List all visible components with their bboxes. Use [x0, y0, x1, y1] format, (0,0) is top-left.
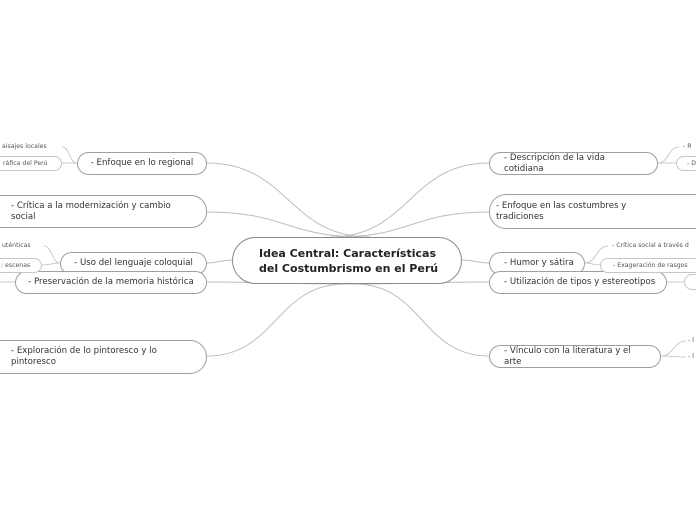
link-center-critica: [206, 211, 366, 238]
topic-label: - Humor y sátira: [504, 258, 574, 268]
link-center-humor: [461, 259, 490, 264]
link-coloquial-autenticas: [43, 245, 61, 264]
topic-label: - Crítica a la modernización y cambio so…: [11, 200, 171, 222]
subtopic-tipos[interactable]: [684, 274, 696, 290]
link-literatura-2: [660, 355, 687, 358]
link-vida-1: [657, 146, 680, 164]
topic-memoria-historica[interactable]: - Preservación de la memoria histórica: [15, 271, 207, 294]
central-idea-node[interactable]: Idea Central: Características del Costum…: [232, 237, 462, 284]
central-idea-text: Idea Central: Características del Costum…: [259, 246, 438, 276]
link-center-costumbres: [334, 211, 490, 238]
link-center-pintoresco: [206, 283, 346, 357]
subtopic-escenas[interactable]: : escenas: [0, 258, 42, 273]
topic-vida-cotidiana[interactable]: - Descripción de la vida cotidiana: [489, 152, 658, 175]
topic-enfoque-regional[interactable]: - Enfoque en lo regional: [77, 152, 207, 175]
subtopic-critica-social[interactable]: - Crítica social a través d: [612, 242, 689, 249]
link-literatura-1: [660, 340, 687, 357]
subtopic-geografica-peru[interactable]: ráfica del Perú: [0, 156, 62, 171]
topic-tipos-estereotipos[interactable]: - Utilización de tipos y estereotipos: [489, 271, 667, 294]
subtopic-vida-2[interactable]: - D: [676, 156, 696, 171]
subtopic-literatura-1[interactable]: - l: [688, 337, 694, 344]
link-humor-critica: [584, 245, 609, 264]
topic-pintoresco[interactable]: - Exploración de lo pintoresco y lo pint…: [0, 340, 207, 374]
topic-label: - Enfoque en lo regional: [90, 158, 194, 168]
link-center-vida: [329, 162, 490, 238]
link-center-coloquial: [206, 259, 233, 264]
subtopic-expresiones-autenticas[interactable]: uténticas: [2, 242, 31, 249]
topic-label: - Utilización de tipos y estereotipos: [504, 277, 656, 287]
central-idea-line-2: del Costumbrismo en el Perú: [259, 261, 439, 275]
link-humor-exageracion: [584, 262, 601, 266]
topic-label: - Preservación de la memoria histórica: [28, 277, 194, 287]
topic-label: - Enfoque en las costumbres y tradicione…: [496, 200, 627, 222]
topic-label: - Vínculo con la literatura y el arte: [504, 345, 631, 367]
subtopic-literatura-2[interactable]: - l: [688, 353, 694, 360]
link-coloquial-escenas: [41, 262, 61, 266]
topic-costumbres-tradiciones[interactable]: - Enfoque en las costumbres y tradicione…: [489, 194, 696, 229]
topic-label: - Exploración de lo pintoresco y lo pint…: [11, 346, 157, 367]
topic-label: - Uso del lenguaje coloquial: [74, 258, 193, 268]
subtopic-vida-1[interactable]: - R: [683, 143, 692, 150]
topic-critica-modernizacion[interactable]: - Crítica a la modernización y cambio so…: [0, 195, 207, 228]
subtopic-exageracion-rasgos[interactable]: - Exageración de rasgos: [600, 258, 696, 273]
central-idea-line-1: Idea Central: Características: [259, 246, 436, 260]
link-regional-paisajes: [61, 146, 78, 164]
topic-literatura-arte[interactable]: - Vínculo con la literatura y el arte: [489, 345, 661, 368]
topic-label: - Descripción de la vida cotidiana: [504, 152, 605, 174]
link-center-regional: [206, 162, 371, 238]
link-center-literatura: [354, 283, 490, 357]
subtopic-paisajes-locales[interactable]: aisajes locales: [2, 143, 47, 150]
